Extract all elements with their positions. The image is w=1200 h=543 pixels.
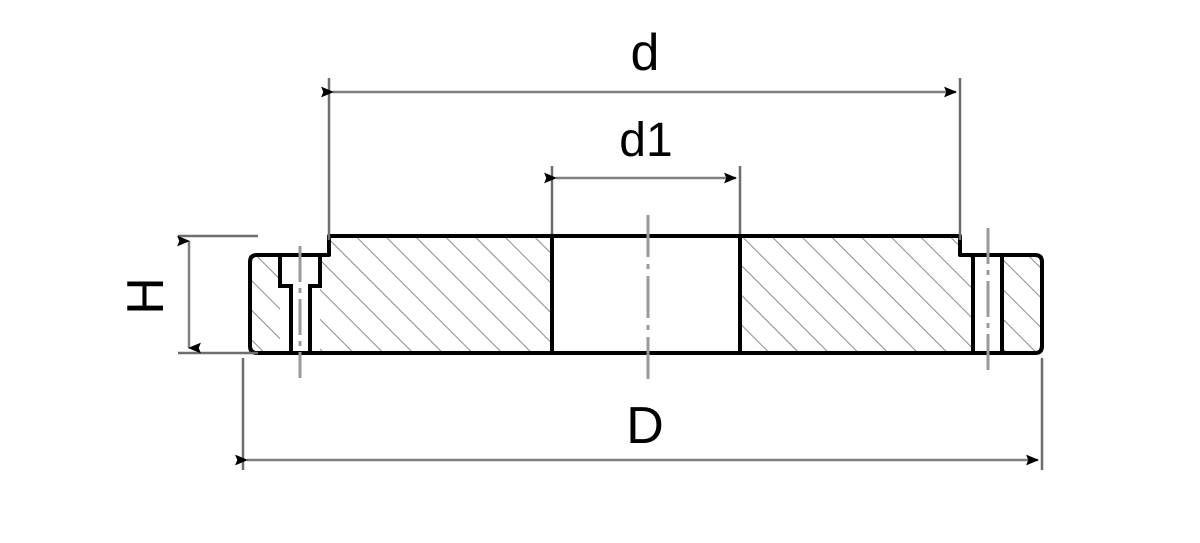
dimension-label-d1: d1 [619,114,672,167]
center-bore-group [550,236,742,353]
centerlines-group [298,215,990,380]
dimension-label-d: d [631,24,660,82]
dimension-labels-group: d d1 H D [117,24,673,455]
hatch-left-block [250,255,280,353]
dimension-label-h: H [117,277,175,315]
hatch-right-mid [740,236,973,353]
hatch-right-block [1002,255,1042,353]
counterbored-hole-left [278,255,322,353]
through-hole-right [971,255,1004,353]
dimension-lines-group [177,86,1040,466]
hatch-left-mid [320,236,552,353]
dimension-label-D: D [626,397,664,455]
section-hatching-group [250,236,1042,353]
